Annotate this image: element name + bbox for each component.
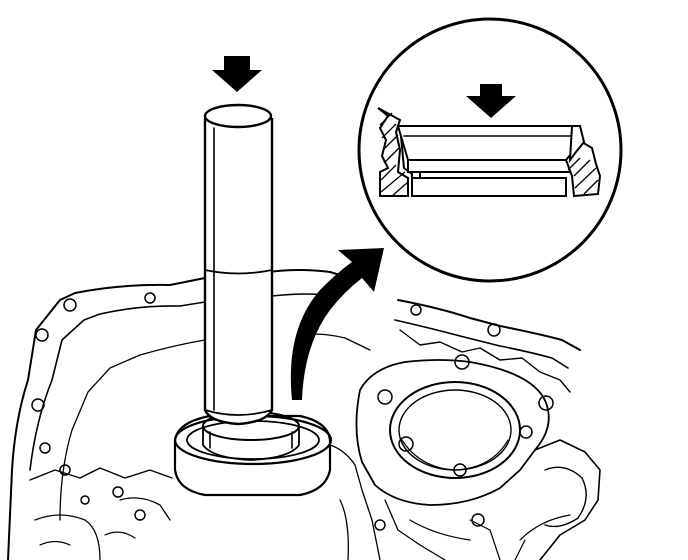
curved-arrow-icon: [290, 248, 384, 400]
case-bore-opening: [389, 381, 521, 479]
bolt-holes: [31, 292, 554, 531]
oil-seal: [173, 411, 333, 497]
seal-installer-tool: [203, 103, 274, 426]
seal-cross-section-inset: [357, 17, 623, 283]
arrow-down-icon: [466, 84, 516, 118]
arrow-down-icon: [212, 56, 262, 92]
transmission-case-housing: [7, 269, 601, 560]
